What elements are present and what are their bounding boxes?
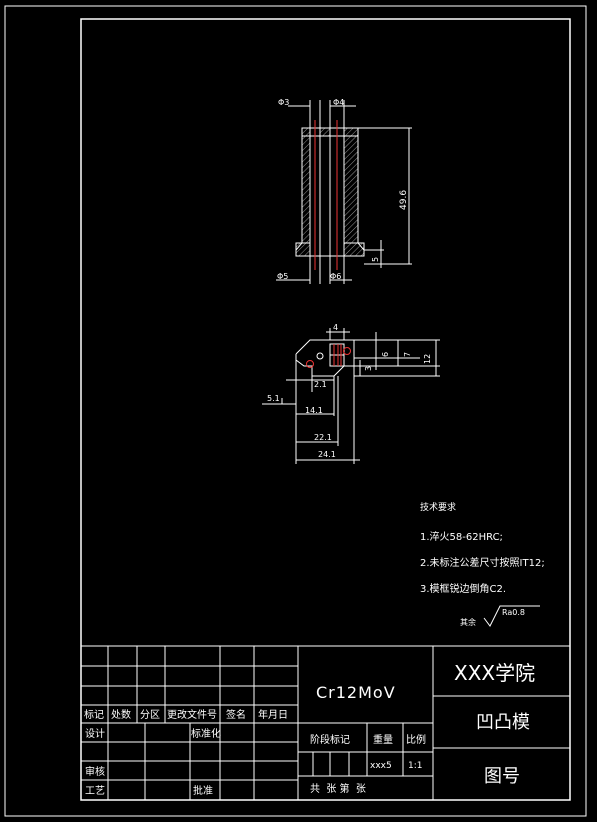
dim-d4: Φ4 [333, 98, 344, 107]
role-approve: 批准 [193, 784, 213, 797]
scale-label: 比例 [406, 733, 426, 746]
role-process: 工艺 [85, 785, 105, 797]
dim-l2-1: 2.1 [314, 380, 327, 389]
dim-h3: 3 [364, 366, 373, 371]
dim-height: 49.6 [399, 190, 409, 210]
school-name: XXX学院 [454, 661, 535, 685]
role-standard: 标准化 [191, 727, 221, 740]
role-design: 设计 [85, 727, 105, 740]
weight-value: xxx5 [370, 761, 392, 771]
rev-header-4: 更改文件号 [167, 708, 217, 721]
dim-d3: Φ3 [278, 98, 289, 107]
dim-l22-1: 22.1 [314, 433, 332, 442]
dim-h6: 6 [381, 352, 390, 357]
dim-l14-1: 14.1 [305, 406, 323, 415]
rev-header-6: 年月日 [258, 708, 288, 721]
outer-border [4, 5, 587, 817]
note-3: 3.模框锐边倒角C2. [420, 582, 506, 595]
note-1: 1.淬火58-62HRC; [420, 530, 503, 543]
dim-h7: 7 [403, 352, 412, 357]
dim-l5-1: 5.1 [267, 394, 280, 403]
roughness-label: 其余 [460, 617, 476, 627]
front-view [276, 100, 412, 284]
rev-header-5: 签名 [226, 708, 246, 721]
dim-d6: Φ6 [330, 272, 341, 281]
weight-label: 重量 [373, 733, 393, 746]
note-2: 2.未标注公差尺寸按照IT12; [420, 556, 545, 569]
inner-border [80, 18, 571, 801]
dim-l24-1: 24.1 [318, 450, 336, 459]
dim-d5: Φ5 [277, 272, 288, 281]
sheets-text: 共 张 第 张 [310, 782, 366, 795]
roughness-value: Ra0.8 [502, 608, 525, 617]
role-review: 审核 [85, 765, 105, 778]
rev-header-1: 标记 [84, 709, 104, 721]
roughness-symbol [483, 605, 540, 627]
drawing-no-label: 图号 [484, 766, 520, 787]
rev-header-2: 处数 [111, 708, 131, 721]
stage-label: 阶段标记 [310, 733, 350, 746]
title-block [81, 645, 570, 800]
rev-header-3: 分区 [140, 709, 160, 721]
dim-w4: 4 [333, 323, 338, 332]
scale-value: 1:1 [408, 761, 422, 771]
dim-h12: 12 [423, 354, 432, 364]
material: Cr12MoV [316, 683, 396, 702]
part-name: 凹凸模 [476, 712, 530, 733]
notes-title: 技术要求 [420, 501, 456, 513]
dim-flange: 5 [371, 257, 380, 262]
section-view [262, 328, 440, 464]
